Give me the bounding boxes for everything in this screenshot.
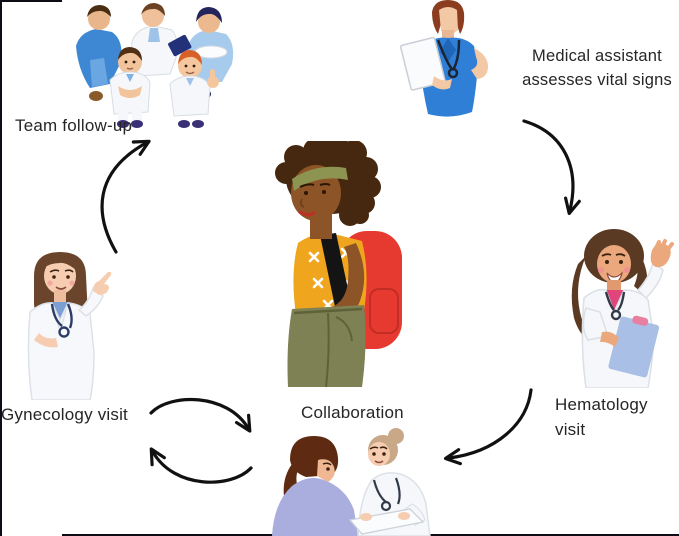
arrow-cycle-bottom xyxy=(149,447,253,484)
label-hematology-visit: Hematology visit xyxy=(555,395,648,439)
medical-assistant-illustration xyxy=(399,0,489,117)
blue-clipboard xyxy=(608,315,660,378)
gynecology-doctor-illustration xyxy=(27,252,112,400)
team-member-white-coat-woman xyxy=(131,3,178,77)
label-team-follow-up: Team follow-up xyxy=(15,116,133,135)
hematology-doctor-illustration xyxy=(571,229,674,388)
arrow-gynecology-to-team xyxy=(100,139,151,254)
collab-doctor xyxy=(348,428,431,536)
medical-team-illustration xyxy=(76,3,234,128)
screen-edge-top xyxy=(0,0,62,2)
patient-with-backpack-illustration xyxy=(275,141,402,387)
label-medical-assistant: Medical assistant assesses vital signs xyxy=(522,47,672,89)
arrow-hematology-to-collaboration xyxy=(443,388,533,466)
arrow-assistant-to-hematology xyxy=(522,119,581,216)
team-member-blue-scrubs xyxy=(76,5,122,101)
label-collaboration: Collaboration xyxy=(301,403,404,422)
label-gynecology-visit: Gynecology visit xyxy=(1,405,128,424)
screen-edge-left xyxy=(0,0,2,536)
team-member-thumbs-up xyxy=(169,50,219,128)
collab-patient xyxy=(272,436,358,536)
arrow-cycle-top xyxy=(149,397,252,433)
collaboration-illustration xyxy=(272,428,431,536)
team-member-arms-crossed xyxy=(109,47,151,128)
